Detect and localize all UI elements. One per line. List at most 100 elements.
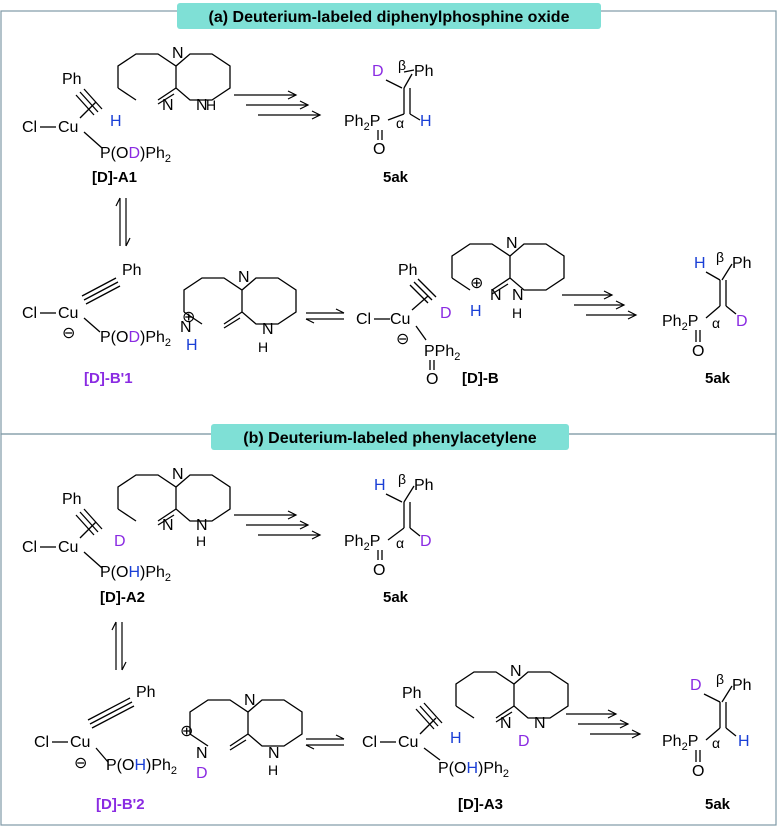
svg-text:N: N	[268, 745, 280, 762]
svg-text:P(OD)Ph2: P(OD)Ph2	[100, 145, 171, 165]
svg-text:H: H	[420, 113, 432, 130]
svg-text:Ph: Ph	[398, 262, 418, 279]
svg-text:⊖: ⊖	[396, 331, 409, 348]
panel-a-title: (a) Deuterium-labeled diphenylphosphine …	[209, 9, 570, 26]
svg-text:H: H	[258, 339, 268, 355]
svg-text:Cl: Cl	[362, 734, 377, 751]
svg-text:D: D	[420, 533, 432, 550]
svg-text:[D]-B'2: [D]-B'2	[96, 796, 145, 813]
complex-DB1: Ph Cl Cu ⊖ P(OD)Ph2 ⊕ N H N N H [D]-B'1	[22, 262, 297, 387]
equilibrium-arrow-a-horizontal	[305, 308, 345, 324]
svg-text:H: H	[374, 477, 386, 494]
svg-text:O: O	[373, 562, 385, 579]
svg-text:Ph: Ph	[402, 685, 422, 702]
svg-text:Cu: Cu	[58, 539, 78, 556]
svg-text:Ph: Ph	[122, 262, 142, 279]
svg-text:Cu: Cu	[390, 311, 410, 328]
svg-text:N: N	[500, 715, 512, 732]
svg-text:N: N	[196, 97, 208, 114]
svg-text:H: H	[268, 762, 278, 778]
svg-text:D: D	[690, 677, 702, 694]
svg-text:[D]-A2: [D]-A2	[100, 589, 145, 606]
svg-text:P(OH)Ph2: P(OH)Ph2	[106, 757, 177, 777]
svg-text:Cl: Cl	[22, 539, 37, 556]
svg-text:⊖: ⊖	[62, 325, 75, 342]
svg-text:⊕: ⊕	[180, 723, 193, 740]
panel-a-banner	[177, 3, 601, 29]
svg-text:N: N	[510, 663, 522, 680]
svg-text:5ak: 5ak	[705, 796, 731, 813]
h-atom: H	[110, 113, 122, 130]
svg-text:N: N	[244, 692, 256, 709]
svg-text:Ph: Ph	[732, 677, 752, 694]
complex-DB2: Ph Cl Cu ⊖ P(OH)Ph2 ⊕ N D N N H [D]-B'2	[34, 684, 303, 813]
svg-text:N: N	[262, 321, 274, 338]
svg-text:β: β	[716, 249, 724, 265]
svg-text:H: H	[186, 337, 198, 354]
svg-text:H: H	[450, 730, 462, 747]
svg-text:P(OH)Ph2: P(OH)Ph2	[100, 564, 171, 584]
svg-text:β: β	[398, 57, 406, 73]
svg-text:O: O	[426, 371, 438, 388]
svg-text:Ph: Ph	[62, 491, 82, 508]
svg-text:Cl: Cl	[34, 734, 49, 751]
equilibrium-arrow-a-vertical	[115, 197, 131, 247]
svg-text:Ph: Ph	[414, 63, 434, 80]
svg-text:Cu: Cu	[398, 734, 418, 751]
svg-text:D: D	[736, 313, 748, 330]
svg-text:5ak: 5ak	[383, 169, 409, 186]
panel-b-banner	[211, 424, 569, 450]
svg-text:N: N	[534, 715, 546, 732]
svg-text:N: N	[196, 517, 208, 534]
svg-text:N: N	[238, 269, 250, 286]
svg-text:H: H	[196, 533, 206, 549]
svg-text:N: N	[512, 287, 524, 304]
svg-text:[D]-B: [D]-B	[462, 370, 499, 387]
product-5ak-b1: H β Ph Ph2P α D O 5ak	[344, 471, 434, 606]
svg-text:Ph: Ph	[732, 255, 752, 272]
svg-text:[D]-A1: [D]-A1	[92, 169, 137, 186]
svg-text:Cu: Cu	[70, 734, 90, 751]
svg-text:Cl: Cl	[22, 119, 37, 136]
svg-text:O: O	[692, 763, 704, 780]
label-DB1: [D]-B'1	[84, 370, 133, 387]
complex-DB: Ph D Cl Cu ⊖ PPh2 O ⊕ N H N N H [D]-B	[356, 235, 565, 388]
svg-text:Ph: Ph	[136, 684, 156, 701]
svg-text:Ph: Ph	[414, 477, 434, 494]
multi-step-arrow-b1	[234, 510, 322, 540]
svg-text:O: O	[692, 343, 704, 360]
svg-text:H: H	[512, 305, 522, 321]
svg-text:D: D	[518, 733, 530, 750]
svg-text:α: α	[396, 535, 404, 551]
svg-text:Ph2P: Ph2P	[662, 313, 698, 333]
svg-text:O: O	[373, 141, 385, 158]
svg-text:5ak: 5ak	[705, 370, 731, 387]
equilibrium-arrow-b-horizontal	[305, 734, 345, 750]
svg-text:Ph: Ph	[62, 71, 82, 88]
svg-text:D: D	[114, 533, 126, 550]
svg-text:5ak: 5ak	[383, 589, 409, 606]
svg-text:Ph2P: Ph2P	[662, 733, 698, 753]
multi-step-arrow-b2	[566, 709, 642, 739]
svg-text:N: N	[162, 97, 174, 114]
svg-text:P(OD)Ph2: P(OD)Ph2	[100, 329, 171, 349]
svg-text:α: α	[712, 735, 720, 751]
product-5ak-a1: D β Ph Ph2P α H O 5ak	[344, 57, 434, 186]
svg-text:H: H	[470, 303, 482, 320]
svg-text:Ph2P: Ph2P	[344, 533, 380, 553]
svg-text:[D]-A3: [D]-A3	[458, 796, 503, 813]
svg-text:H: H	[694, 255, 706, 272]
svg-text:N: N	[172, 45, 184, 62]
svg-text:α: α	[396, 115, 404, 131]
svg-text:D: D	[196, 765, 208, 782]
svg-text:N: N	[490, 287, 502, 304]
svg-text:Cu: Cu	[58, 119, 78, 136]
svg-text:N: N	[506, 235, 518, 252]
svg-text:⊖: ⊖	[74, 755, 87, 772]
svg-text:⊕: ⊕	[182, 309, 195, 326]
svg-text:Cu: Cu	[58, 305, 78, 322]
complex-DA3: Ph H Cl Cu P(OH)Ph2 N N N D [D]-A3	[362, 663, 569, 813]
svg-text:D: D	[372, 63, 384, 80]
